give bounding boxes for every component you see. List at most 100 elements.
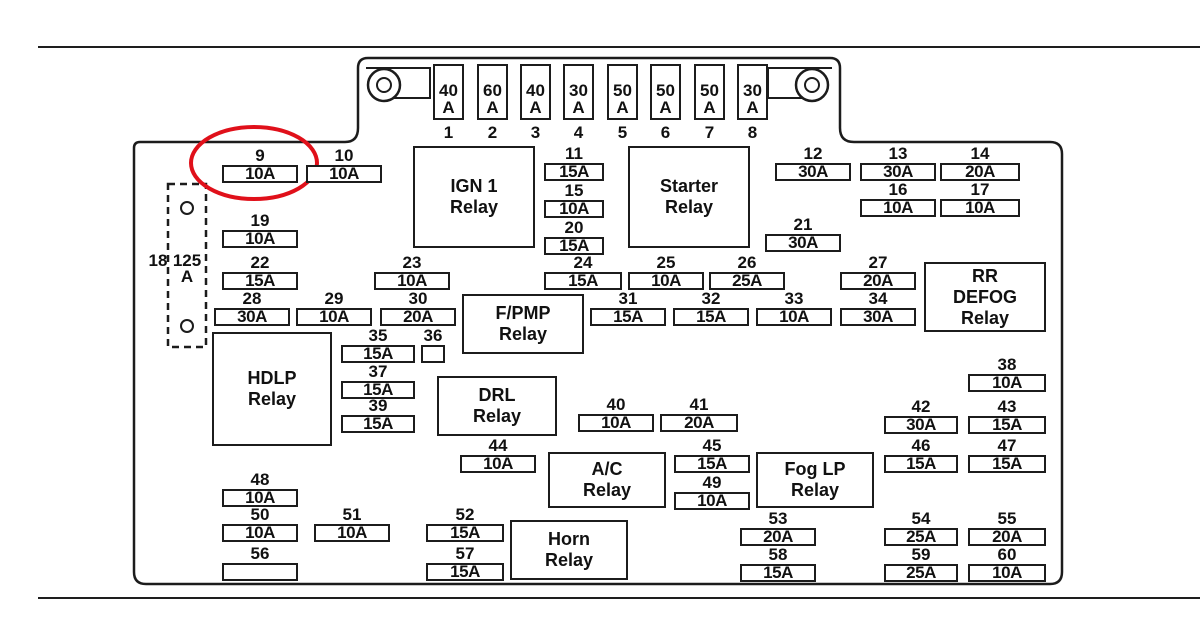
fuse-38-number: 38 [997, 355, 1017, 374]
fuse-48-slot: 10A [222, 489, 298, 507]
top-border-line [38, 46, 1200, 48]
fuse-36-slot [421, 345, 445, 363]
bottom-border-line [38, 597, 1200, 599]
maxi-fuse-8-unit: A [746, 98, 759, 117]
fuse-14-number: 14 [970, 144, 990, 163]
fuse-9-number: 9 [255, 146, 265, 165]
fuse-48-number: 48 [250, 470, 270, 489]
fuse-21-number: 21 [793, 215, 813, 234]
mounting-hole-right-icon [767, 67, 832, 103]
relay-ac-line2: Relay [582, 480, 632, 500]
fuse-36-number: 36 [423, 326, 443, 345]
fuse-26-slot: 25A [709, 272, 785, 290]
fuse-39-slot: 15A [341, 415, 415, 433]
fuse-54-number: 54 [911, 509, 931, 528]
maxi-fuse-8-rating: 30 [743, 81, 762, 100]
fuse-52-slot: 15A [426, 524, 504, 542]
fuse-28-slot: 30A [214, 308, 290, 326]
maxi-fuse-1-unit: A [442, 98, 455, 117]
fuse-60-number: 60 [997, 545, 1017, 564]
fuse-53-number: 53 [768, 509, 788, 528]
relay-rrdefog-line1: RR [972, 265, 998, 286]
fuse-10-number: 10 [334, 146, 354, 165]
fuse-26-number: 26 [737, 253, 757, 272]
fuse-21-slot: 30A [765, 234, 841, 252]
fuse-11-slot: 15A [544, 163, 604, 181]
fuse-41-slot: 20A [660, 414, 738, 432]
maxi-fuse-2-rating: 60 [483, 81, 502, 100]
fuse-12-number: 12 [803, 144, 823, 163]
fuse-13-slot: 30A [860, 163, 936, 181]
relay-starter-line1: Starter [659, 176, 719, 196]
fuse-28-number: 28 [242, 289, 262, 308]
fuse-45-slot: 15A [674, 455, 750, 473]
fuse-35-number: 35 [368, 326, 388, 345]
fuse-37-slot: 15A [341, 381, 415, 399]
fuse-45-number: 45 [702, 436, 722, 455]
relay-ign1-line1: IGN 1 [450, 176, 498, 196]
fuse-9-slot: 10A [222, 165, 298, 183]
maxi-fuse-4-rating: 30 [569, 81, 588, 100]
fuse-58-number: 58 [768, 545, 788, 564]
fuse-29-slot: 10A [296, 308, 372, 326]
fuse-51-number: 51 [342, 505, 362, 524]
fuse-16-number: 16 [888, 180, 908, 199]
fuse-31-slot: 15A [590, 308, 666, 326]
maxi-fuse-7-number: 7 [704, 123, 715, 142]
fuse-18-number: 18 [148, 251, 168, 270]
relay-fpmp-line1: F/PMP [495, 303, 551, 323]
maxi-fuse-2-unit: A [486, 98, 499, 117]
fuse-18-terminal-icon [180, 201, 194, 333]
fuse-34-number: 34 [868, 289, 888, 308]
relay-drl-line2: Relay [472, 406, 522, 426]
maxi-fuse-5-unit: A [616, 98, 629, 117]
fuse-30-slot: 20A [380, 308, 456, 326]
fuse-25-slot: 10A [628, 272, 704, 290]
fuse-14-slot: 20A [940, 163, 1020, 181]
fuse-58-slot: 15A [740, 564, 816, 582]
relay-hdlp-line2: Relay [247, 389, 297, 409]
maxi-fuse-6-rating: 50 [656, 81, 675, 100]
fuse-16-slot: 10A [860, 199, 936, 217]
fuse-55-slot: 20A [968, 528, 1046, 546]
fuse-12-slot: 30A [775, 163, 851, 181]
relay-fpmp-line2: Relay [498, 324, 548, 344]
fuse-11-number: 11 [565, 144, 583, 163]
fuse-20-number: 20 [564, 218, 584, 237]
fuse-59-number: 59 [911, 545, 931, 564]
fuse-54-slot: 25A [884, 528, 958, 546]
fuse-10-slot: 10A [306, 165, 382, 183]
relay-foglp-line1: Fog LP [784, 459, 846, 479]
fuse-44-number: 44 [488, 436, 508, 455]
fuse-60-slot: 10A [968, 564, 1046, 582]
fuse-46-number: 46 [911, 436, 931, 455]
fuse-52-number: 52 [455, 505, 475, 524]
fuse-56-slot [222, 563, 298, 581]
fuse-57-number: 57 [455, 544, 475, 563]
fuse-22-number: 22 [250, 253, 270, 272]
fuse-49-slot: 10A [674, 492, 750, 510]
fuse-32-number: 32 [701, 289, 721, 308]
relay-rrdefog-line2: DEFOG [952, 286, 1017, 307]
fuse-51-slot: 10A [314, 524, 390, 542]
fuse-20-slot: 15A [544, 237, 604, 255]
maxi-fuse-5-rating: 50 [613, 81, 632, 100]
fuse-18-unit: A [180, 267, 194, 286]
fuse-50-slot: 10A [222, 524, 298, 542]
fuse-35-slot: 15A [341, 345, 415, 363]
relay-horn-line2: Relay [544, 550, 594, 570]
fuse-43-number: 43 [997, 397, 1017, 416]
maxi-fuse-1-number: 1 [443, 123, 454, 142]
fuse-15-slot: 10A [544, 200, 604, 218]
maxi-fuse-4-number: 4 [573, 123, 584, 142]
fuse-15-number: 15 [564, 181, 584, 200]
fuse-41-number: 41 [689, 395, 709, 414]
fuse-50-number: 50 [250, 505, 270, 524]
